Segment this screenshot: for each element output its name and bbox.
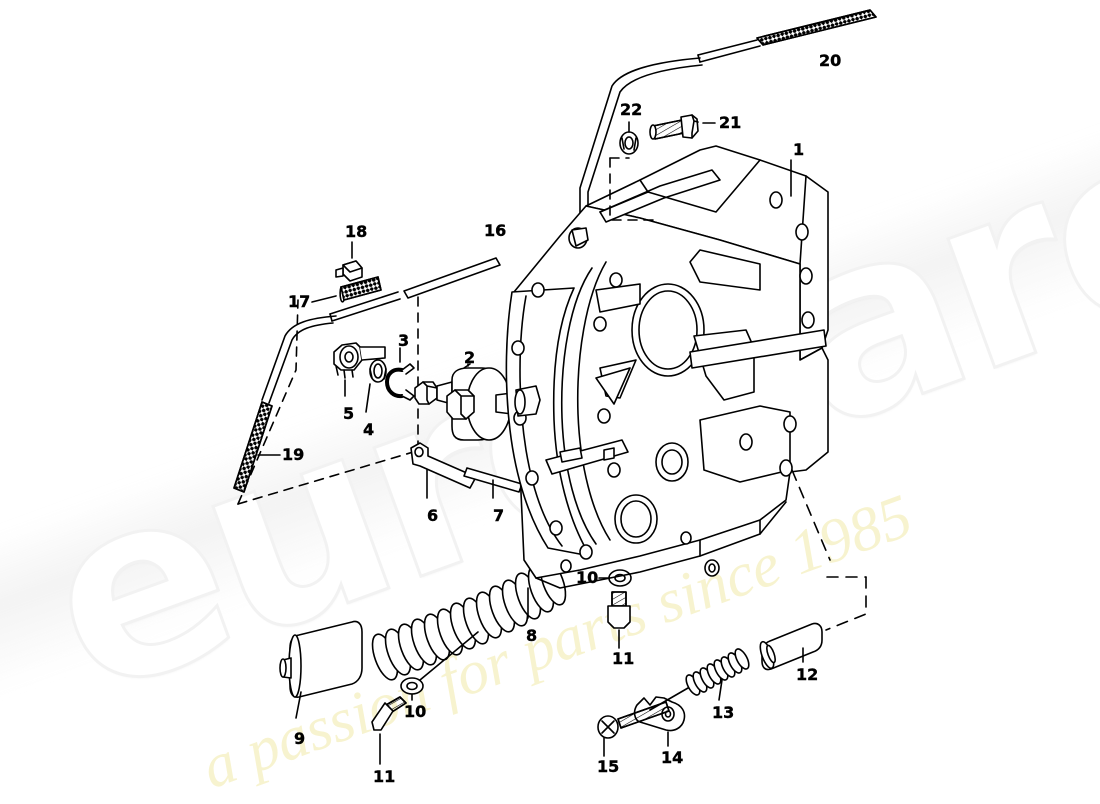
callout-15[interactable]: 15 (597, 757, 620, 776)
part-16-long-rod (329, 257, 501, 322)
callout-6[interactable]: 6 (427, 506, 439, 525)
part-tube-bent (261, 315, 337, 404)
callout-13[interactable]: 13 (712, 703, 735, 722)
callout-21[interactable]: 21 (719, 113, 742, 132)
part-20-threaded-rod (697, 9, 877, 63)
callout-4[interactable]: 4 (363, 420, 375, 439)
callout-3[interactable]: 3 (398, 331, 410, 350)
part-11-hex-bolt (607, 591, 631, 649)
part-15-crosshead-screw (597, 701, 670, 757)
callout-17[interactable]: 17 (288, 292, 311, 311)
callout-16[interactable]: 16 (484, 221, 507, 240)
leader-12b (825, 576, 867, 631)
part-5-plug-connector (333, 342, 386, 397)
callout-8[interactable]: 8 (526, 626, 538, 645)
callout-1[interactable]: 1 (793, 140, 805, 159)
part-12-sleeve-bushing (759, 622, 823, 671)
part-10-washer (598, 569, 632, 587)
part-19-threaded-stud (233, 401, 281, 493)
callout-9[interactable]: 9 (294, 729, 306, 748)
part-8-compression-spring (371, 558, 567, 681)
part-11b-hex-bolt (371, 696, 407, 765)
part-18-small-connector (335, 241, 363, 282)
part-2-switch-assembly (414, 363, 517, 441)
callout-2[interactable]: 2 (464, 348, 476, 367)
part-9-piston-plunger (279, 620, 363, 719)
callout-7[interactable]: 7 (493, 506, 505, 525)
part-22-washer-small (619, 121, 639, 155)
part-21-flange-bolt (649, 114, 716, 140)
part-7-shift-rod (463, 467, 523, 499)
part-4-sealing-ring (365, 359, 387, 413)
callout-12[interactable]: 12 (796, 665, 819, 684)
callout-11b[interactable]: 11 (373, 767, 396, 786)
callout-5[interactable]: 5 (343, 404, 355, 423)
part-13-detent-spring (685, 648, 750, 701)
bracket-dashed-left (237, 289, 421, 505)
callout-19[interactable]: 19 (282, 445, 305, 464)
bracket-dashed-21-22 (609, 157, 661, 221)
callout-20[interactable]: 20 (819, 51, 842, 70)
callout-18[interactable]: 18 (345, 222, 368, 241)
part-3-retaining-clip (385, 347, 415, 401)
part-17-threaded-sleeve (311, 276, 382, 303)
part-tube-bent-upper (579, 57, 703, 301)
part-10b-washer (400, 631, 479, 701)
callout-10[interactable]: 10 (576, 568, 599, 587)
part-1-transmission-housing (505, 145, 829, 589)
callout-22[interactable]: 22 (620, 100, 643, 119)
callout-14[interactable]: 14 (661, 748, 684, 767)
callout-11[interactable]: 11 (612, 649, 635, 668)
callout-10b[interactable]: 10 (404, 702, 427, 721)
leader-housing-bottom (791, 469, 831, 561)
